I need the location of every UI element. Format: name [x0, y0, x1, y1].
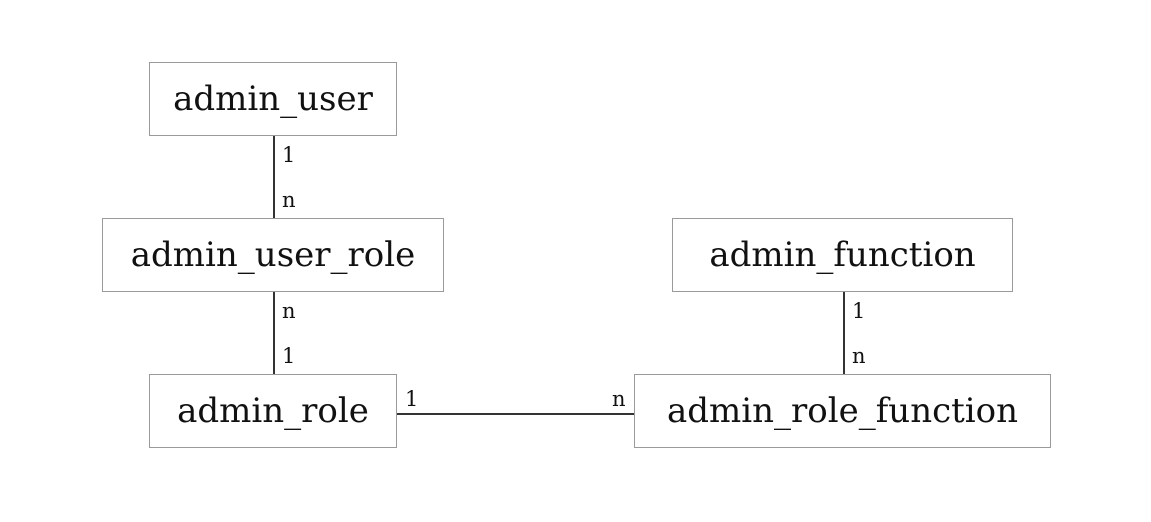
connector-admin-role-to-admin-role-function — [397, 413, 634, 415]
cardinality-label: n — [612, 387, 626, 411]
entity-label: admin_role_function — [666, 391, 1019, 431]
cardinality-label: 1 — [282, 344, 296, 368]
entity-label: admin_user_role — [130, 235, 416, 275]
cardinality-label: n — [282, 188, 296, 212]
entity-admin-function: admin_function — [672, 218, 1013, 292]
entity-label: admin_role — [177, 391, 369, 431]
cardinality-label: 1 — [405, 387, 419, 411]
connector-admin-user-role-to-admin-role — [273, 292, 275, 374]
cardinality-label: 1 — [852, 299, 866, 323]
entity-label: admin_function — [709, 235, 976, 275]
cardinality-label: n — [852, 344, 866, 368]
cardinality-label: n — [282, 299, 296, 323]
connector-admin-user-to-admin-user-role — [273, 136, 275, 218]
entity-admin-user: admin_user — [149, 62, 397, 136]
entity-admin-role: admin_role — [149, 374, 397, 448]
connector-admin-function-to-admin-role-function — [843, 292, 845, 374]
entity-label: admin_user — [173, 79, 373, 119]
entity-admin-user-role: admin_user_role — [102, 218, 444, 292]
entity-admin-role-function: admin_role_function — [634, 374, 1051, 448]
cardinality-label: 1 — [282, 143, 296, 167]
